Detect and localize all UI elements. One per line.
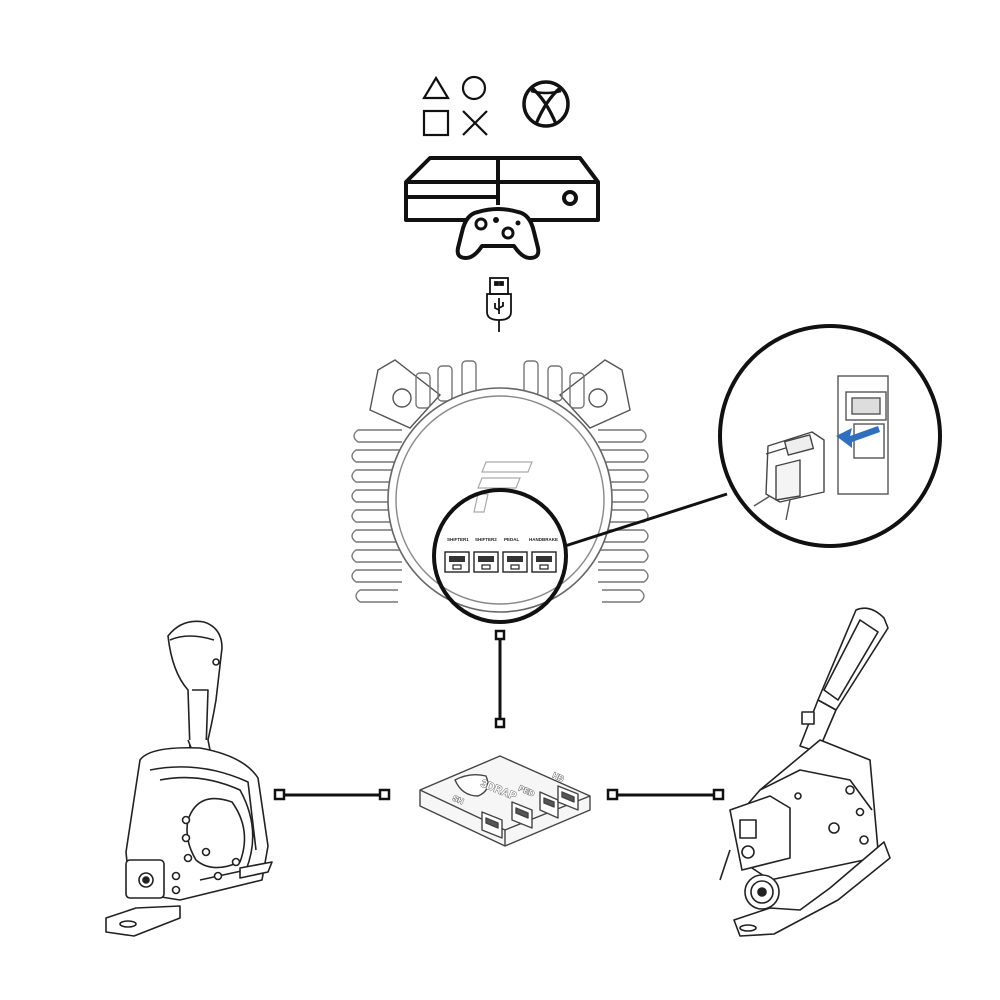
- playstation-symbols-icon: [422, 75, 488, 137]
- cable-shifter-to-hub: [273, 788, 391, 801]
- usb-connector-icon: [486, 277, 512, 332]
- cable-base-to-hub: [494, 629, 506, 729]
- port-label-pedal: PEDAL: [504, 537, 520, 542]
- cable-hub-to-handbrake: [606, 788, 725, 801]
- port-label-handbrake: HANDBRAKE: [529, 537, 558, 542]
- insert-arrow-icon: [836, 426, 880, 448]
- game-console-icon: [404, 156, 600, 222]
- xbox-logo-icon: [522, 80, 570, 128]
- ports-highlight-circle: [432, 488, 568, 624]
- connector-zoom-detail: [718, 324, 942, 548]
- splitter-hub: 3DRAP SH PED HB: [419, 755, 591, 847]
- handbrake-device: [719, 607, 891, 937]
- wheel-base: [351, 359, 649, 613]
- port-panel: SHIFTER1 SHIFTER2 PEDAL HANDBRAKE: [444, 537, 558, 573]
- shifter-device: [105, 620, 273, 937]
- port-label-shifter2: SHIFTER2: [475, 537, 497, 542]
- port-label-shifter1: SHIFTER1: [447, 537, 469, 542]
- gamepad-icon: [455, 207, 541, 260]
- callout-line: [564, 492, 728, 548]
- brand-logo: [473, 461, 533, 513]
